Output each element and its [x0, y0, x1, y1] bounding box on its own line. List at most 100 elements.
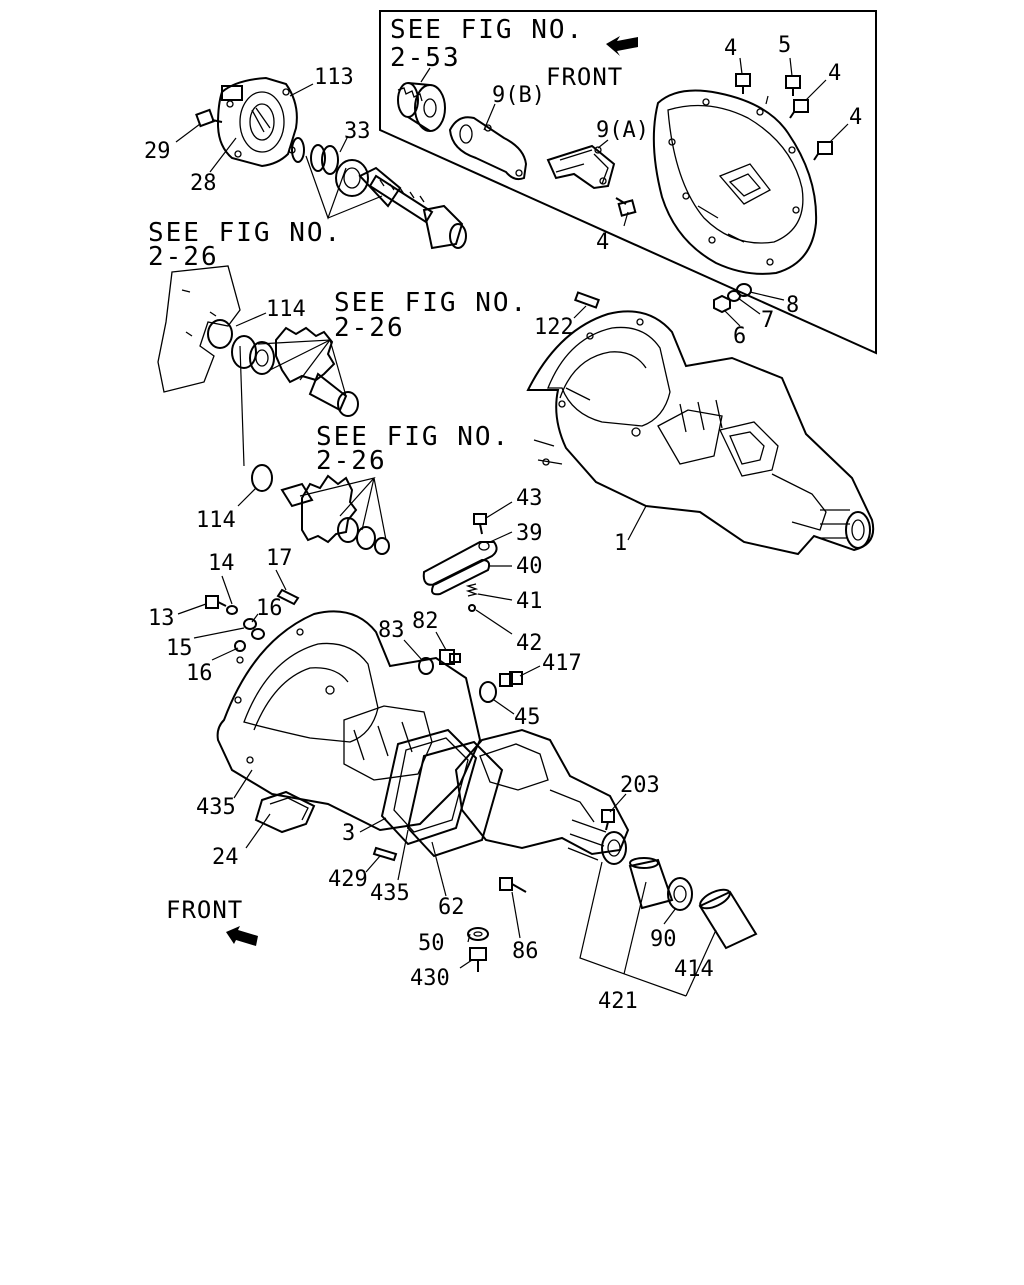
- dowel-17: [276, 588, 300, 606]
- nut-washer-6-7-8: [713, 283, 752, 314]
- part-label-5: 5: [778, 33, 791, 58]
- undercover-24: [254, 790, 316, 834]
- front-arrow-icon: [606, 36, 638, 56]
- part-label-14: 14: [208, 551, 235, 576]
- part-label-86: 86: [512, 939, 539, 964]
- front-label-bottom: FRONT: [166, 896, 243, 924]
- gear-case-section: [157, 265, 241, 393]
- bracket-9b-part: [448, 116, 528, 181]
- gasket-plate-435: [380, 728, 478, 846]
- part-label-6: 6: [733, 324, 746, 349]
- see-fig-2-26-c-ref: 2-26: [316, 446, 387, 476]
- part-label-40: 40: [516, 554, 543, 579]
- part-label-33: 33: [344, 119, 371, 144]
- part-label-9b: 9(B): [492, 83, 545, 108]
- part-label-8: 8: [786, 293, 799, 318]
- plug-203: [601, 809, 615, 831]
- snap-ring-114-lower: [251, 464, 273, 492]
- pin-429: [372, 846, 398, 862]
- part-label-114-upper: 114: [266, 297, 306, 322]
- part-label-17: 17: [266, 546, 293, 571]
- part-label-42: 42: [516, 631, 543, 656]
- part-label-29: 29: [144, 139, 171, 164]
- seal-ring-33: [291, 137, 369, 197]
- cover-sleeve-414: [698, 888, 758, 950]
- part-label-24: 24: [212, 845, 239, 870]
- bracket-9a-part: [546, 144, 616, 190]
- part-label-45: 45: [514, 705, 541, 730]
- transmission-case-3: [216, 610, 482, 832]
- counter-gear-lower: [280, 474, 390, 555]
- transmission-case-1: [526, 310, 875, 556]
- gasket-plate-62: [406, 740, 504, 858]
- clutch-cover-part: [397, 82, 446, 132]
- bolt-29: [195, 108, 223, 128]
- see-fig-2-26-b-ref: 2-26: [334, 313, 405, 343]
- part-label-4-b: 4: [828, 61, 841, 86]
- part-label-430: 430: [410, 966, 450, 991]
- bolt-430: [469, 947, 487, 972]
- part-label-4-d: 4: [596, 230, 609, 255]
- part-label-421: 421: [598, 989, 638, 1014]
- bolt-4-9a: [615, 197, 637, 217]
- part-label-16-b: 16: [186, 661, 213, 686]
- output-shaft: [358, 166, 467, 250]
- counter-gear-upper: [231, 326, 359, 417]
- part-label-3: 3: [342, 821, 355, 846]
- part-label-43: 43: [516, 486, 543, 511]
- part-label-28: 28: [190, 171, 217, 196]
- washer-50: [467, 927, 489, 941]
- lever-39: [422, 541, 498, 586]
- snap-ring-114-upper: [207, 319, 233, 349]
- part-label-203: 203: [620, 773, 660, 798]
- part-label-122: 122: [534, 315, 574, 340]
- pin-122: [574, 291, 600, 309]
- sleeve-421: [628, 857, 674, 910]
- part-label-4-a: 4: [724, 36, 737, 61]
- part-label-1: 1: [614, 531, 627, 556]
- extension-housing: [454, 728, 630, 865]
- part-label-114-lower: 114: [196, 508, 236, 533]
- bearing-90: [667, 877, 693, 911]
- part-label-41: 41: [516, 589, 543, 614]
- bolts-4-5-inset: [735, 73, 833, 161]
- part-label-13: 13: [148, 606, 175, 631]
- front-arrow-bottom-icon: [226, 926, 258, 946]
- part-label-82: 82: [412, 609, 439, 634]
- ball-42: [468, 604, 476, 612]
- part-label-429: 429: [328, 867, 368, 892]
- part-label-113: 113: [314, 65, 354, 90]
- rear-cover-113: [216, 76, 298, 168]
- inset-frame: [379, 10, 877, 355]
- bolt-86: [499, 877, 527, 893]
- see-fig-2-26-b-prefix: SEE FIG NO.: [334, 288, 528, 318]
- part-label-15: 15: [166, 636, 193, 661]
- spring-41: [465, 583, 479, 597]
- part-label-39: 39: [516, 521, 543, 546]
- see-fig-2-26-a-ref: 2-26: [148, 242, 219, 272]
- washer-83: [418, 657, 434, 675]
- bolt-43: [473, 513, 487, 535]
- gasket-40: [431, 558, 491, 596]
- plug-417: [499, 671, 523, 687]
- part-label-83: 83: [378, 618, 405, 643]
- washers-15-16: [234, 618, 265, 652]
- see-fig-2-26-c-prefix: SEE FIG NO.: [316, 422, 510, 452]
- washer-14: [226, 605, 238, 615]
- plug-82: [439, 649, 461, 665]
- part-label-9a: 9(A): [596, 118, 649, 143]
- see-fig-2-53-ref: 2-53: [390, 43, 461, 73]
- part-label-90: 90: [650, 927, 677, 952]
- part-label-50: 50: [418, 931, 445, 956]
- see-fig-2-53-prefix: SEE FIG NO.: [390, 15, 584, 45]
- part-label-16-a: 16: [256, 596, 283, 621]
- part-label-4-c: 4: [849, 105, 862, 130]
- see-fig-2-26-a-prefix: SEE FIG NO.: [148, 218, 342, 248]
- part-label-417: 417: [542, 651, 582, 676]
- bolt-13: [205, 595, 227, 609]
- front-label-inset: FRONT: [546, 63, 623, 91]
- part-label-414: 414: [674, 957, 714, 982]
- part-label-62: 62: [438, 895, 465, 920]
